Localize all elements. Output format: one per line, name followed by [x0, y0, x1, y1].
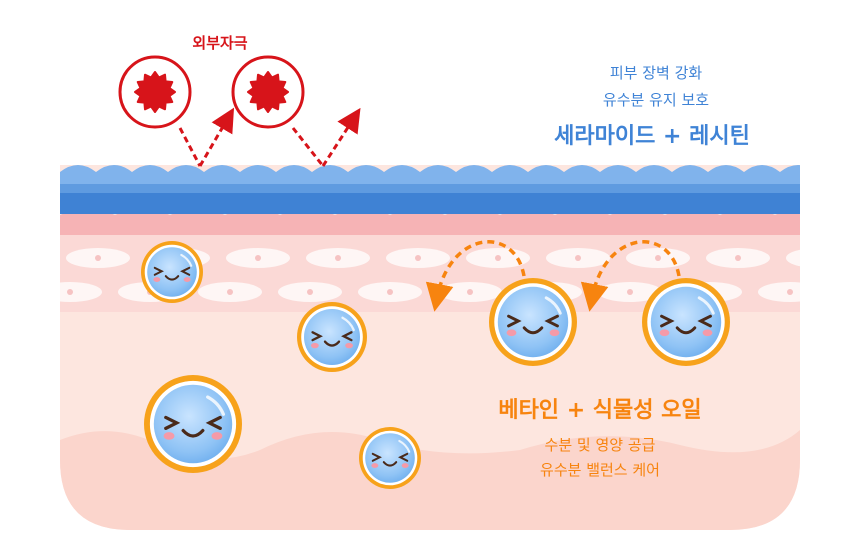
right-eye: [544, 314, 559, 328]
right-eye: [180, 266, 191, 276]
droplets: [141, 241, 730, 489]
nutrition-line-2: 유수분 밸런스 케어: [540, 461, 660, 479]
cheek: [506, 329, 517, 337]
smiling-droplet-icon: [297, 302, 367, 372]
smile: [675, 326, 697, 335]
irritant-arrow-out-1: [198, 107, 235, 167]
smile: [164, 275, 180, 281]
movement-arrow-1: [425, 240, 526, 312]
left-eye: [660, 314, 675, 328]
left-eye: [153, 266, 164, 276]
smiling-droplet-icon: [141, 241, 203, 303]
left-eye: [164, 415, 181, 430]
movement-arrow-2: [580, 240, 681, 312]
barrier-title: 세라마이드 + 레시틴: [554, 124, 750, 149]
cell-nucleus: [307, 289, 313, 295]
cell-nucleus: [627, 289, 633, 295]
shine: [180, 253, 193, 267]
smile: [323, 340, 341, 347]
smile: [522, 326, 544, 335]
cheek: [311, 342, 319, 349]
shine: [544, 296, 562, 315]
blue-barrier-dark: [60, 192, 800, 214]
skin-layers: [60, 165, 821, 530]
lower-dermis-waves: [60, 430, 800, 530]
smiling-droplet-icon: [359, 427, 421, 489]
right-eye: [205, 415, 222, 430]
cheek: [659, 329, 670, 337]
cell-nucleus: [95, 255, 101, 261]
blue-barrier-mid: [60, 183, 800, 193]
cell-nucleus: [495, 255, 501, 261]
cheek: [401, 463, 409, 468]
irritant-arrow-in-1: [178, 127, 202, 167]
smiling-droplet-icon: [489, 278, 577, 366]
cell-nucleus: [735, 255, 741, 261]
irritant-arrow-in-2: [291, 127, 325, 167]
left-eye: [311, 331, 323, 342]
cell-nucleus: [575, 255, 581, 261]
irritant-label: 외부자극: [192, 34, 247, 52]
shine: [206, 395, 226, 416]
barrier-line-2: 유수분 유지 보호: [603, 91, 709, 109]
cell-nucleus: [335, 255, 341, 261]
pink-skin-layer: [60, 208, 800, 235]
cell-nucleus: [387, 289, 393, 295]
germ-icon: [118, 55, 192, 129]
cell-nucleus: [67, 289, 73, 295]
cell-nucleus: [227, 289, 233, 295]
nutrition-title: 베타인 + 식물성 오일: [498, 398, 701, 423]
smiling-droplet-icon: [642, 278, 730, 366]
cell-nucleus: [467, 289, 473, 295]
cheek: [702, 329, 713, 337]
cheek: [211, 432, 223, 440]
germ-icon: [231, 55, 305, 129]
cheek: [371, 463, 379, 468]
cell-nucleus: [655, 255, 661, 261]
cheek: [345, 342, 353, 349]
smile: [181, 428, 205, 438]
smiling-droplet-icon: [144, 375, 242, 473]
cheek: [163, 432, 175, 440]
blue-barrier-top: [60, 165, 800, 184]
skin-cell: [786, 248, 800, 268]
shine: [398, 439, 411, 453]
cell-nucleus: [815, 255, 821, 261]
right-eye: [398, 452, 409, 462]
cheek: [183, 277, 191, 282]
right-eye: [341, 331, 353, 342]
shine: [341, 316, 355, 332]
cheek: [153, 277, 161, 282]
cell-nucleus: [415, 255, 421, 261]
right-eye: [697, 314, 712, 328]
left-eye: [507, 314, 522, 328]
shine: [697, 296, 715, 315]
irritant-arrow-out-2: [321, 107, 361, 167]
smile: [382, 461, 398, 467]
left-eye: [371, 452, 382, 462]
cheek: [549, 329, 560, 337]
irritants: [118, 55, 305, 129]
barrier-line-1: 피부 장벽 강화: [610, 64, 703, 82]
cell-nucleus: [787, 289, 793, 295]
nutrition-line-1: 수분 및 영양 공급: [545, 436, 656, 454]
cell-nucleus: [255, 255, 261, 261]
